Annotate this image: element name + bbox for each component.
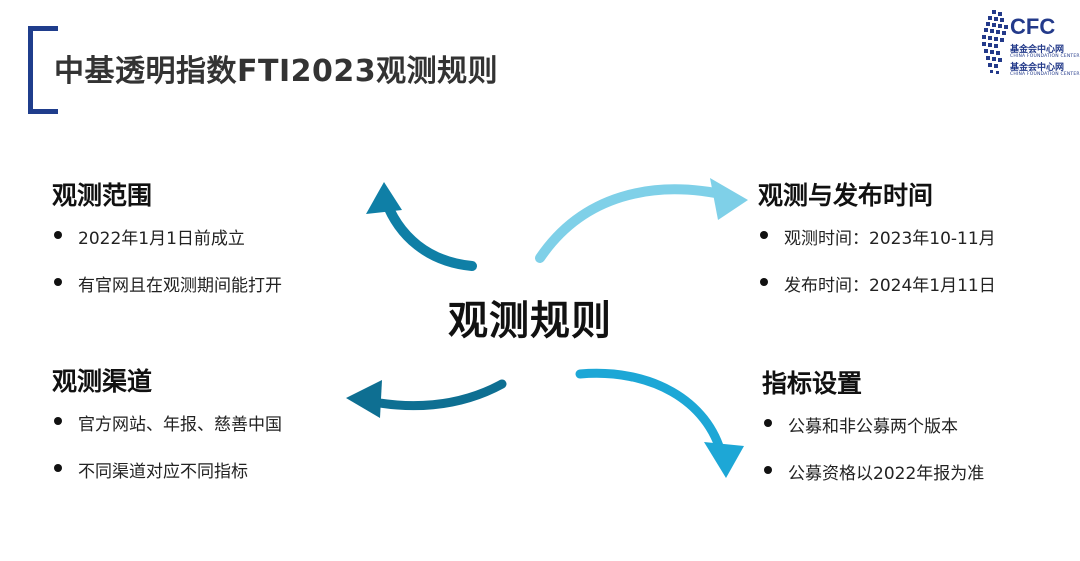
title-bracket	[28, 26, 58, 114]
section-title: 观测范围	[52, 181, 153, 210]
arrow-to-channel	[346, 379, 507, 418]
section-title: 观测与发布时间	[758, 181, 934, 210]
arrow-to-time	[535, 178, 748, 263]
section-title: 观测渠道	[52, 367, 153, 396]
list-item: 2022年1月1日前成立	[52, 224, 282, 249]
section-scope: 观测范围 2022年1月1日前成立 有官网且在观测期间能打开	[52, 176, 282, 318]
logo-en-text-2: CHINA FOUNDATION CENTER	[1010, 72, 1080, 77]
section-index: 指标设置 公募和非公募两个版本 公募资格以2022年报为准	[762, 364, 984, 506]
page-title: 中基透明指数FTI2023观测规则	[54, 54, 499, 89]
bullet-list: 公募和非公募两个版本 公募资格以2022年报为准	[762, 412, 984, 484]
arrow-to-index	[575, 368, 744, 478]
bullet-list: 2022年1月1日前成立 有官网且在观测期间能打开	[52, 224, 282, 296]
logo-mosaic-icon	[982, 10, 1008, 74]
list-item: 官方网站、年报、慈善中国	[52, 410, 282, 435]
list-item: 不同渠道对应不同指标	[52, 457, 282, 482]
center-label: 观测规则	[448, 298, 612, 344]
logo-en-text: CHINA FOUNDATION CENTER	[1010, 54, 1080, 59]
list-item: 公募和非公募两个版本	[762, 412, 984, 437]
section-title: 指标设置	[762, 369, 863, 398]
logo-wordmark: CFC	[1010, 14, 1056, 39]
list-item: 观测时间：2023年10-11月	[758, 224, 996, 249]
list-item: 发布时间：2024年1月11日	[758, 271, 996, 296]
arrow-to-scope	[366, 182, 477, 271]
logo-cn-text: 基金会中心网	[1010, 45, 1065, 55]
bullet-list: 观测时间：2023年10-11月 发布时间：2024年1月11日	[758, 224, 996, 296]
bullet-list: 官方网站、年报、慈善中国 不同渠道对应不同指标	[52, 410, 282, 482]
list-item: 有官网且在观测期间能打开	[52, 271, 282, 296]
section-channel: 观测渠道 官方网站、年报、慈善中国 不同渠道对应不同指标	[52, 362, 282, 504]
list-item: 公募资格以2022年报为准	[762, 459, 984, 484]
section-time: 观测与发布时间 观测时间：2023年10-11月 发布时间：2024年1月11日	[758, 176, 996, 318]
cfc-logo: CFC 基金会中心网 CHINA FOUNDATION CENTER 基金会中心…	[978, 8, 1080, 80]
logo-cn-text-2: 基金会中心网	[1010, 63, 1065, 73]
